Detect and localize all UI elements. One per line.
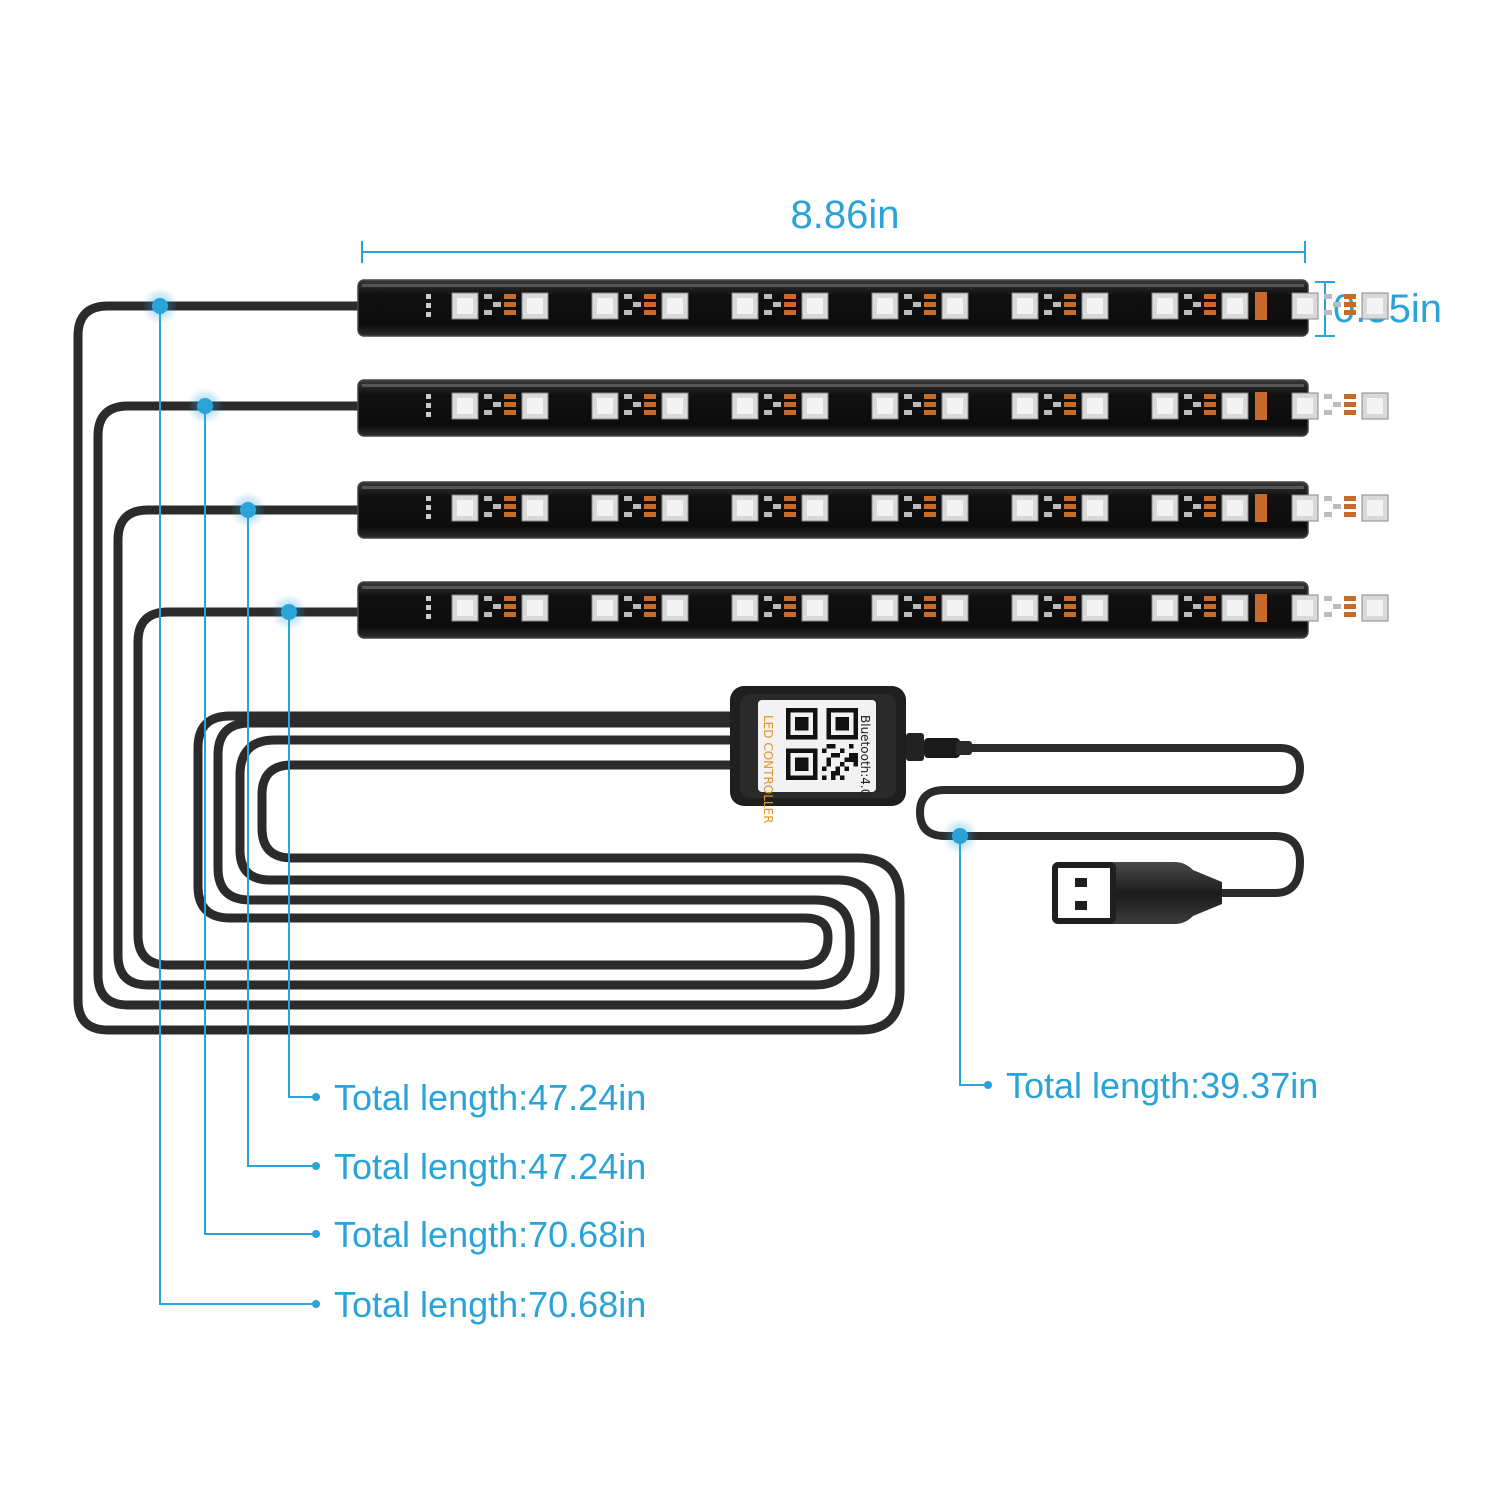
controller-bluetooth-label: Bluetooth:4.0: [858, 715, 872, 796]
marker-dots: [142, 288, 992, 1308]
led-strip: [357, 379, 1389, 437]
marker-dot-icon: [281, 604, 297, 620]
cable-length-label-2: Total length:47.24in: [334, 1146, 646, 1187]
marker-dot-icon: [240, 502, 256, 518]
led-chip: [521, 494, 549, 522]
strip-length-label: 8.86in: [791, 193, 900, 237]
usb-cable-length-label: Total length:39.37in: [1006, 1065, 1318, 1106]
cable-length-labels: Total length:47.24in Total length:47.24i…: [334, 1065, 1318, 1325]
cable-length-label-4: Total length:70.68in: [334, 1284, 646, 1325]
led-chip: [871, 494, 899, 522]
cable-length-label-1: Total length:47.24in: [334, 1077, 646, 1118]
led-chip: [451, 292, 479, 320]
led-strip: [357, 481, 1389, 539]
led-chip: [1011, 292, 1039, 320]
usb-plug-icon: [1052, 862, 1222, 924]
led-strips: [357, 279, 1389, 639]
led-strip: [357, 581, 1389, 639]
cable-length-label-3: Total length:70.68in: [334, 1214, 646, 1255]
qr-code-icon: [786, 708, 858, 780]
led-controller: Bluetooth:4.0 LED CONTROLLER: [730, 686, 972, 824]
led-chip: [941, 292, 969, 320]
leader-lines: [159, 306, 988, 1305]
led-chip: [1081, 494, 1109, 522]
led-chip: [1291, 494, 1319, 522]
marker-dot-icon: [197, 398, 213, 414]
strip-cables: [73, 301, 905, 1035]
led-chip: [1291, 292, 1319, 320]
marker-dot-icon: [152, 298, 168, 314]
marker-dot-icon: [952, 828, 968, 844]
controller-name-label: LED CONTROLLER: [761, 715, 775, 824]
usb-cable: [916, 744, 1304, 897]
led-strip: [357, 279, 1389, 337]
strip-length-dimension: 8.86in: [361, 193, 1306, 263]
